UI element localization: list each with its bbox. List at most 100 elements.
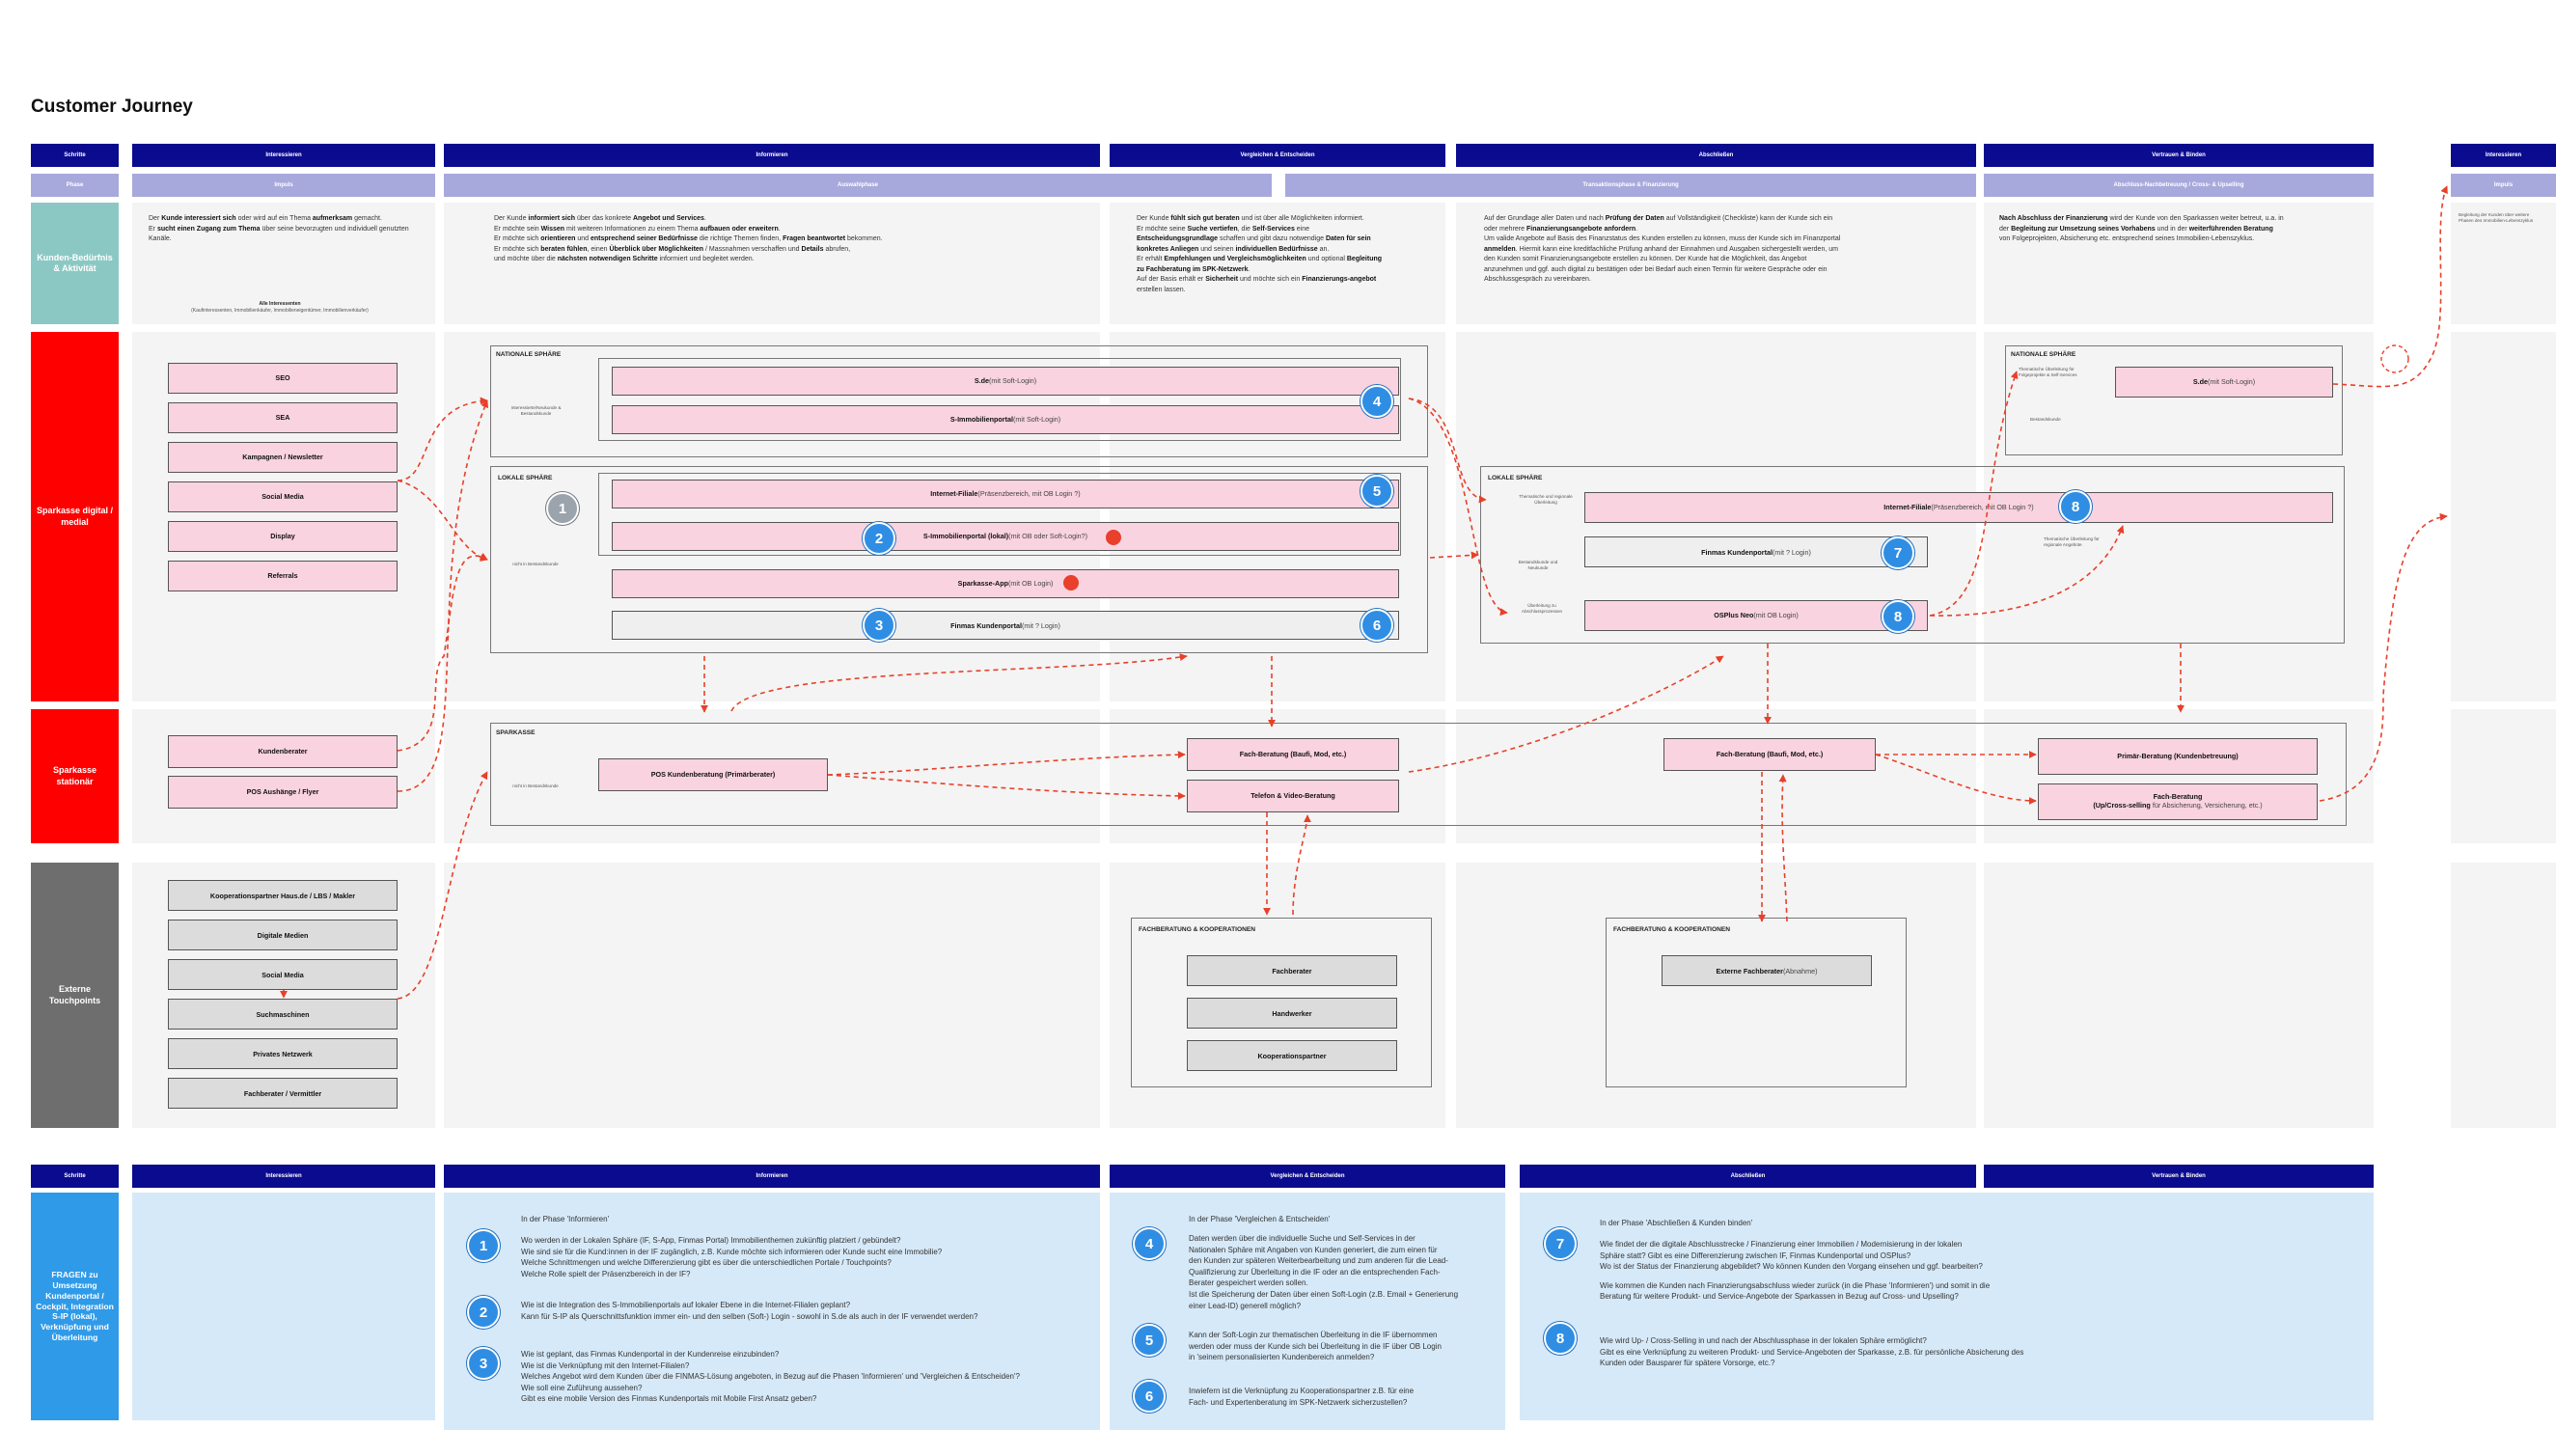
external-fachberater-vermittler[interactable]: Fachberater / Vermittler: [168, 1078, 398, 1109]
portal-finmas-kundenportal-2[interactable]: Finmas Kundenportal (mit ? Login): [1584, 536, 1928, 567]
badge-3: 3: [863, 609, 895, 642]
frame-national-inner: [598, 358, 1401, 441]
note-national2-bestand: Bestandskunde: [2030, 417, 2061, 422]
channel-social-media[interactable]: Social Media: [168, 481, 398, 512]
needs-panel-abschliessen: [1456, 203, 1976, 324]
portal-s-immobilienportal[interactable]: S-Immobilienportal (mit Soft-Login): [612, 405, 1399, 434]
needs-text-informieren: Der Kunde informiert sich über das konkr…: [494, 215, 883, 262]
portal-internet-filiale[interactable]: Internet-Filiale (Präsenzbereich, mit OB…: [612, 480, 1399, 508]
phase-label: Phase: [31, 174, 119, 197]
portal-sde-2[interactable]: S.de (mit Soft-Login): [2115, 367, 2333, 398]
external-digitale-medien[interactable]: Digitale Medien: [168, 920, 398, 950]
label-lokale-sphaere-2: LOKALE SPHÄRE: [1488, 475, 1543, 481]
frame-fachberatung-1: [1131, 918, 1432, 1087]
external-fachberater[interactable]: Fachberater: [1187, 955, 1397, 986]
bottom-step-vertrauen: Vertrauen & Binden: [1984, 1165, 2374, 1188]
q-badge-3: 3: [467, 1347, 500, 1380]
stationary-pos-aushaenge[interactable]: POS Aushänge / Flyer: [168, 776, 398, 809]
needs-panel-interessieren: [132, 203, 435, 324]
questions-panel-abschliessen: [1520, 1193, 2374, 1420]
external-suchmaschinen[interactable]: Suchmaschinen: [168, 999, 398, 1030]
row-label-stationary: Sparkasse stationär: [31, 709, 119, 843]
stationary-video-beratung[interactable]: Telefon & Video-Beratung: [1187, 780, 1399, 812]
channel-kampagnen[interactable]: Kampagnen / Newsletter: [168, 442, 398, 473]
badge-8-osplus: 8: [1882, 600, 1914, 633]
label-nationale-sphaere-2: NATIONALE SPHÄRE: [2011, 351, 2076, 358]
q4-text: Daten werden über die individuelle Suche…: [1189, 1234, 1459, 1310]
portal-sde[interactable]: S.de (mit Soft-Login): [612, 367, 1399, 396]
q7-text: Wie findet der die digitale Abschlusstre…: [1600, 1240, 1991, 1302]
frame-sparkasse: [490, 723, 2347, 826]
row-label-digital: Sparkasse digital / medial: [31, 332, 119, 701]
needs-panel-interessieren-2: [2451, 203, 2556, 324]
note-sparkasse: nicht in Bestandskunde: [512, 783, 559, 788]
bottom-step-interessieren: Interessieren: [132, 1165, 435, 1188]
phase-auswahl: Auswahlphase: [444, 174, 1272, 197]
frame-nationale-sphaere-2: [2005, 345, 2343, 455]
stationary-panel-vergleichen: [1110, 709, 1445, 843]
badge-5: 5: [1360, 475, 1393, 508]
q-badge-8: 8: [1544, 1322, 1577, 1355]
needs-text-interessieren-2: Begleitung der Kunden über weitere Phase…: [2459, 212, 2534, 224]
phase-impuls-2: Impuls: [2451, 174, 2556, 197]
external-kooperationspartner[interactable]: Kooperationspartner Haus.de / LBS / Makl…: [168, 880, 398, 911]
channel-display[interactable]: Display: [168, 521, 398, 552]
portal-osplus-neo[interactable]: OSPlus Neo (mit OB Login): [1584, 600, 1928, 631]
stationary-primaer-beratung[interactable]: Primär-Beratung (Kundenbetreuung): [2038, 738, 2318, 775]
portal-finmas-kundenportal[interactable]: Finmas Kundenportal (mit ? Login): [612, 611, 1399, 640]
row-label-questions: FRAGEN zu Umsetzung Kundenportal / Cockp…: [31, 1193, 119, 1420]
q3-text: Wie ist geplant, das Finmas Kundenportal…: [521, 1350, 1020, 1404]
frame-lokal-inner: [598, 473, 1401, 556]
phase-nachbetreuung: Abschluss-Nachbetreuung / Cross- & Upsel…: [1984, 174, 2374, 197]
badge-1: 1: [546, 492, 579, 525]
stationary-fach-beratung-1[interactable]: Fach-Beratung (Baufi, Mod, etc.): [1187, 738, 1399, 771]
q-badge-2: 2: [467, 1296, 500, 1329]
external-panel-vertrauen: [1984, 863, 2374, 1128]
q6-text: Inwiefern ist die Verknüpfung zu Koopera…: [1189, 1387, 1415, 1407]
external-social-media[interactable]: Social Media: [168, 959, 398, 990]
needs-text-interessieren: Der Kunde interessiert sich oder wird au…: [149, 215, 409, 242]
needs-panel-vergleichen: [1110, 203, 1445, 324]
q-badge-7: 7: [1544, 1227, 1577, 1260]
channel-sea[interactable]: SEA: [168, 402, 398, 433]
stationary-up-cross-selling[interactable]: Fach-Beratung (Up/Cross-selling für Absi…: [2038, 783, 2318, 820]
bottom-step-vergleichen: Vergleichen & Entscheiden: [1110, 1165, 1505, 1188]
channel-seo[interactable]: SEO: [168, 363, 398, 394]
note-nationale: Interessierte/Neukunde & Bestandskunde: [510, 405, 562, 417]
stationary-fach-beratung-2[interactable]: Fach-Beratung (Baufi, Mod, etc.): [1663, 738, 1876, 771]
external-externe-fachberater[interactable]: Externe Fachberater (Abnahme): [1662, 955, 1872, 986]
stationary-pos-kundenberatung[interactable]: POS Kundenberatung (Primärberater): [598, 758, 828, 791]
questions-panel-vergleichen: [1110, 1193, 1505, 1430]
label-lokale-sphaere: LOKALE SPHÄRE: [498, 475, 553, 481]
phase-transaktion: Transaktionsphase & Finanzierung: [1285, 174, 1976, 197]
q8-text: Wie wird Up- / Cross-Selling in und nach…: [1600, 1336, 2024, 1368]
q-badge-5: 5: [1133, 1324, 1166, 1357]
stationary-panel-vertrauen: [1984, 709, 2374, 843]
stationary-panel-abschliessen: [1456, 709, 1976, 843]
row-label-external: Externe Touchpoints: [31, 863, 119, 1128]
needs-panel-vertrauen: [1984, 203, 2374, 324]
step-interessieren: Interessieren: [132, 144, 435, 167]
portal-sparkasse-app[interactable]: Sparkasse-App (mit OB Login): [612, 569, 1399, 598]
q-badge-4: 4: [1133, 1227, 1166, 1260]
bottom-step-informieren: Informieren: [444, 1165, 1100, 1188]
portal-internet-filiale-2[interactable]: Internet-Filiale (Präsenzbereich, mit OB…: [1584, 492, 2333, 523]
external-kooperationspartner-2[interactable]: Kooperationspartner: [1187, 1040, 1397, 1071]
note-lokal2-bestand: Bestandskunde und Neukunde: [1518, 560, 1558, 571]
portal-s-immobilienportal-lokal[interactable]: S-Immobilienportal (lokal) (mit OB oder …: [612, 522, 1399, 551]
label-sparkasse: SPARKASSE: [496, 729, 536, 736]
note-national2-regional: Thematische Überleitung für regionale An…: [2044, 536, 2100, 548]
external-privates-netzwerk[interactable]: Privates Netzwerk: [168, 1038, 398, 1069]
stationary-kundenberater[interactable]: Kundenberater: [168, 735, 398, 768]
label-nationale-sphaere: NATIONALE SPHÄRE: [496, 351, 562, 358]
external-handwerker[interactable]: Handwerker: [1187, 998, 1397, 1029]
q5-text: Kann der Soft-Login zur thematischen Übe…: [1189, 1331, 1442, 1362]
needs-panel-informieren: [444, 203, 1100, 324]
external-panel-informieren: [444, 863, 1100, 1128]
q-badge-1: 1: [467, 1229, 500, 1262]
frame-lokale-sphaere-2: [1480, 466, 2345, 644]
badge-8: 8: [2059, 490, 2092, 523]
step-vertrauen: Vertrauen & Binden: [1984, 144, 2374, 167]
note-lokal2-abschluss: Überleitung zu Abschlussprozessen: [1521, 603, 1563, 615]
channel-referrals[interactable]: Referrals: [168, 561, 398, 591]
